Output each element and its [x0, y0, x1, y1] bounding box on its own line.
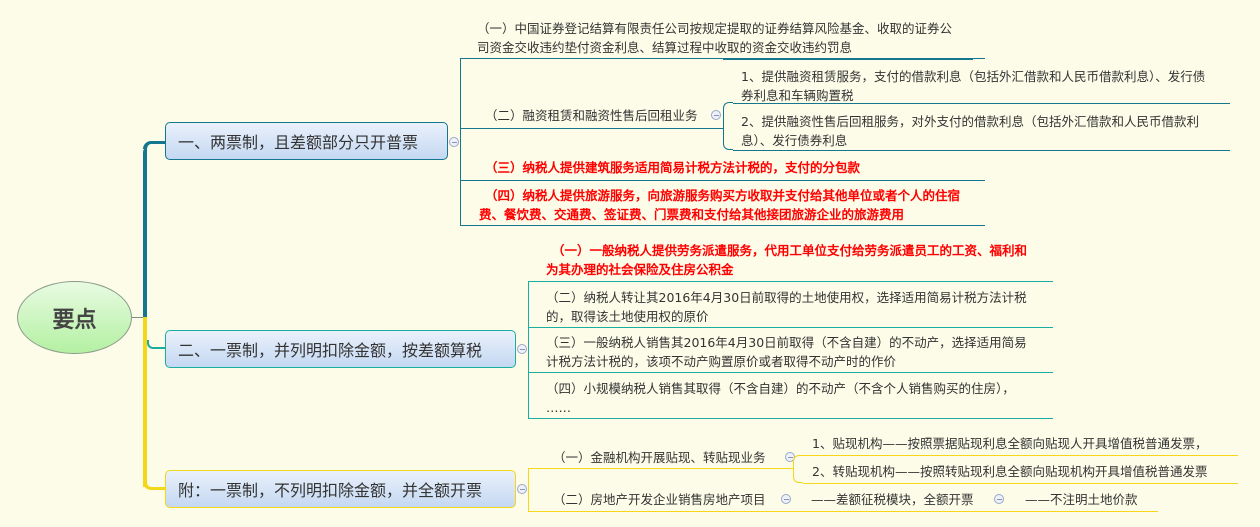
- topic-line: 司资金交收违约垫付资金利息、结算过程中收取的资金交收违约罚息: [477, 40, 853, 55]
- topic-b3-item1[interactable]: （一）金融机构开展贴现、转贴现业务: [553, 448, 766, 467]
- topic-line: （一）中国证券登记结算有限责任公司按规定提取的证券结算风险基金、收取的证券公: [477, 21, 953, 36]
- topic-line: 1、提供融资租赁服务，支付的借款利息（包括外汇借款和人民币借款利息）、发行债: [741, 69, 1206, 84]
- connector-b1-c4-underline: [460, 225, 985, 226]
- connector-b1-c2-sub2-underline: [733, 150, 1230, 151]
- topic-line: 费、餐饮费、交通费、签证费、门票费和支付给其他接团旅游企业的旅游费用: [479, 207, 905, 222]
- connector-branch1-bracket: [460, 58, 461, 226]
- topic-line: 计税方法计税的，该项不动产购置原价或者取得不动产时的作价: [546, 354, 897, 369]
- topic-label: （一）金融机构开展贴现、转贴现业务: [553, 450, 766, 465]
- topic-line: （四）纳税人提供旅游服务，向旅游服务购买方收取并支付给其他单位或者个人的住宿: [485, 188, 961, 203]
- branch-label: 附：一票制，不列明扣除金额，并全额开票: [178, 481, 483, 500]
- topic-b2-item2[interactable]: （二）纳税人转让其2016年4月30日前取得的土地使用权，选择适用简易计税方法计…: [546, 288, 1056, 326]
- topic-b2-item1[interactable]: （一）一般纳税人提供劳务派遣服务，代用工单位支付给劳务派遣员工的工资、福利和 为…: [546, 241, 1056, 279]
- topic-line: （三）一般纳税人销售其2016年4月30日前取得（不含自建）的不动产，选择适用简…: [546, 335, 1027, 350]
- topic-line: 为其办理的社会保险及住房公积金: [546, 262, 734, 277]
- connector-b2-c1-underline: [528, 281, 1053, 282]
- connector-b1-c2-underline: [460, 128, 723, 129]
- connector-b1-c2-top: [723, 59, 973, 60]
- connector-branch3-trunk: [143, 317, 147, 487]
- topic-b3-item1-sub2[interactable]: 2、转贴现机构——按照转贴现利息全额向贴现机构开具增值税普通发票: [812, 462, 1207, 481]
- connector-b3-c2-underline: [528, 511, 1158, 512]
- connector-branch2-bracket: [528, 281, 529, 418]
- topic-line: 券利息和车辆购置税: [741, 88, 854, 103]
- connector-b3-c1-sub2-underline: [803, 483, 1238, 484]
- connector-b1-c2-sub1-underline: [733, 103, 1230, 104]
- connector-b3-c1-underline: [528, 468, 793, 469]
- connector-b2-c4-underline: [528, 418, 1053, 419]
- connector-branch3-bracket: [528, 468, 529, 512]
- topic-b1-item2-sub2[interactable]: 2、提供融资性售后回租服务，对外支付的借款利息（包括外汇借款和人民币借款利 息）…: [741, 112, 1241, 150]
- topic-b3-item2-sub1[interactable]: ——差额征税模块，全额开票: [811, 490, 974, 509]
- connector-branch3-elbow: [143, 480, 165, 490]
- connector-b3-c1-sub1-underline: [803, 455, 1238, 456]
- topic-b2-item3[interactable]: （三）一般纳税人销售其2016年4月30日前取得（不含自建）的不动产，选择适用简…: [546, 333, 1056, 371]
- central-topic-label: 要点: [52, 307, 97, 333]
- topic-line: 2、提供融资性售后回租服务，对外支付的借款利息（包括外汇借款和人民币借款利: [741, 114, 1199, 129]
- topic-line: （四）小规模纳税人销售其取得（不含自建）的不动产（不含个人销售购买的住房），: [546, 381, 1015, 396]
- topic-line: 的，取得该土地使用权的原价: [546, 309, 709, 324]
- topic-b3-item1-sub1[interactable]: 1、贴现机构——按照票据贴现利息全额向贴现人开具增值税普通发票，: [812, 434, 1207, 453]
- connector-b3-c1-sub: [793, 455, 803, 483]
- collapse-icon[interactable]: [711, 110, 721, 120]
- topic-b3-item2-sub1-sub1[interactable]: ——不注明土地价款: [1025, 490, 1138, 509]
- connector-branch2-elbow: [147, 340, 165, 349]
- topic-b1-item3[interactable]: （三）纳税人提供建筑服务适用简易计税方法计税的，支付的分包款: [485, 158, 860, 177]
- topic-line: 息）、发行债券利息: [741, 133, 848, 148]
- branch-node-two-invoice[interactable]: 一、两票制，且差额部分只开普票: [165, 122, 448, 160]
- topic-label: （三）纳税人提供建筑服务适用简易计税方法计税的，支付的分包款: [485, 160, 861, 175]
- topic-line: ……: [546, 400, 571, 415]
- connector-root: [132, 317, 144, 318]
- branch-node-one-invoice-full[interactable]: 附：一票制，不列明扣除金额，并全额开票: [165, 470, 516, 508]
- topic-line: （一）一般纳税人提供劳务派遣服务，代用工单位支付给劳务派遣员工的工资、福利和: [552, 243, 1028, 258]
- topic-line: （二）纳税人转让其2016年4月30日前取得的土地使用权，选择适用简易计税方法计…: [546, 290, 1027, 305]
- topic-b1-item2-sub1[interactable]: 1、提供融资租赁服务，支付的借款利息（包括外汇借款和人民币借款利息）、发行债 券…: [741, 67, 1241, 105]
- topic-label: ——差额征税模块，全额开票: [811, 492, 974, 507]
- collapse-icon[interactable]: [517, 344, 527, 354]
- branch-label: 一、两票制，且差额部分只开普票: [178, 133, 419, 152]
- topic-b1-item4[interactable]: （四）纳税人提供旅游服务，向旅游服务购买方收取并支付给其他单位或者个人的住宿 费…: [479, 186, 989, 224]
- topic-b3-item2[interactable]: （二）房地产开发企业销售房地产项目: [553, 490, 766, 509]
- collapse-icon[interactable]: [781, 494, 791, 504]
- topic-b2-item4[interactable]: （四）小规模纳税人销售其取得（不含自建）的不动产（不含个人销售购买的住房）， ……: [546, 379, 1056, 417]
- connector-b1-c2-sub: [723, 102, 733, 150]
- topic-label: （二）房地产开发企业销售房地产项目: [553, 492, 766, 507]
- topic-label: （二）融资租赁和融资性售后回租业务: [485, 108, 698, 123]
- topic-label: 1、贴现机构——按照票据贴现利息全额向贴现人开具增值税普通发票，: [812, 436, 1208, 451]
- branch-label: 二、一票制，并列明扣除金额，按差额算税: [178, 341, 483, 360]
- topic-b1-item1[interactable]: （一）中国证券登记结算有限责任公司按规定提取的证券结算风险基金、收取的证券公 司…: [477, 19, 987, 57]
- central-topic[interactable]: 要点: [17, 281, 132, 354]
- collapse-icon[interactable]: [517, 484, 527, 494]
- collapse-icon[interactable]: [449, 137, 459, 147]
- connector-b1-c1-underline: [460, 58, 985, 59]
- connector-b2-c2-underline: [528, 327, 1053, 328]
- topic-b1-item2[interactable]: （二）融资租赁和融资性售后回租业务: [485, 106, 698, 125]
- connector-b1-c3-underline: [460, 180, 985, 181]
- connector-branch1-elbow: [143, 141, 165, 149]
- topic-label: 2、转贴现机构——按照转贴现利息全额向贴现机构开具增值税普通发票: [812, 464, 1208, 479]
- connector-b2-c3-underline: [528, 372, 1053, 373]
- topic-label: ——不注明土地价款: [1025, 492, 1138, 507]
- branch-node-one-invoice-deduction[interactable]: 二、一票制，并列明扣除金额，按差额算税: [165, 330, 516, 368]
- collapse-icon[interactable]: [994, 494, 1004, 504]
- connector-branch1-trunk: [143, 148, 147, 318]
